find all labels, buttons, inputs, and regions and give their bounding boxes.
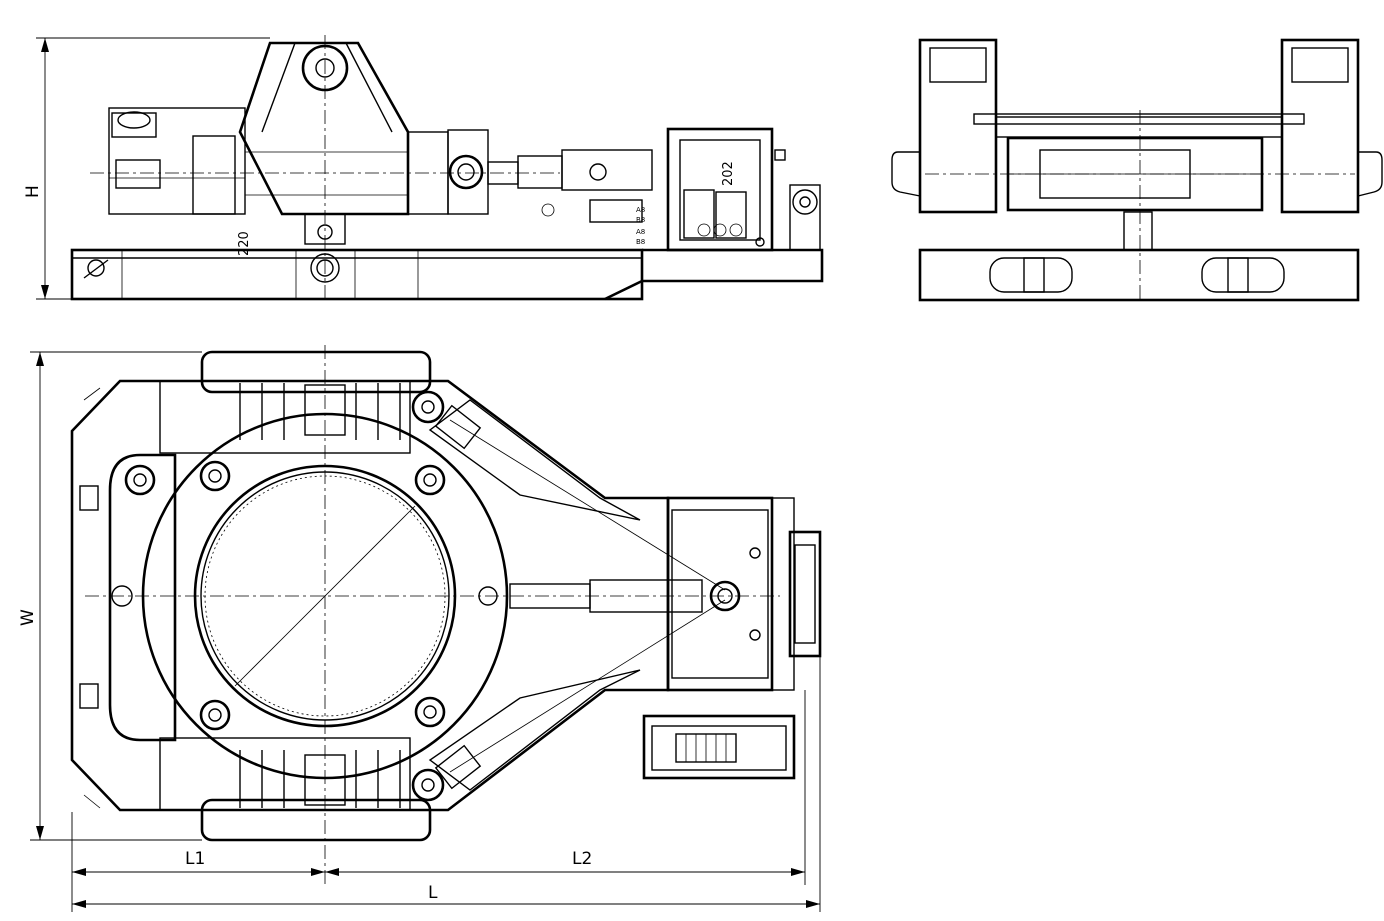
side-elevation-view: [891, 38, 1383, 302]
length-total-dimension-label: L: [428, 883, 438, 903]
front-elevation-view: 220 202 A8 B8 A8 B8 H: [23, 35, 824, 301]
panel-label-2: B8: [636, 216, 645, 224]
plan-view: W L1 L2 L: [18, 345, 822, 912]
length-2-dimension-label: L2: [572, 849, 592, 869]
panel-label-4: B8: [636, 238, 645, 246]
panel-label-3: A8: [636, 228, 645, 236]
top-rib-set: [239, 383, 401, 440]
front-vertical-annotation: 202: [721, 161, 736, 186]
length-1-dimension-label: L1: [185, 849, 205, 869]
width-dimension-label: W: [18, 609, 38, 626]
panel-label-1: A8: [636, 206, 645, 214]
front-upper-annotation: 220: [237, 231, 252, 256]
height-dimension-label: H: [23, 185, 43, 198]
